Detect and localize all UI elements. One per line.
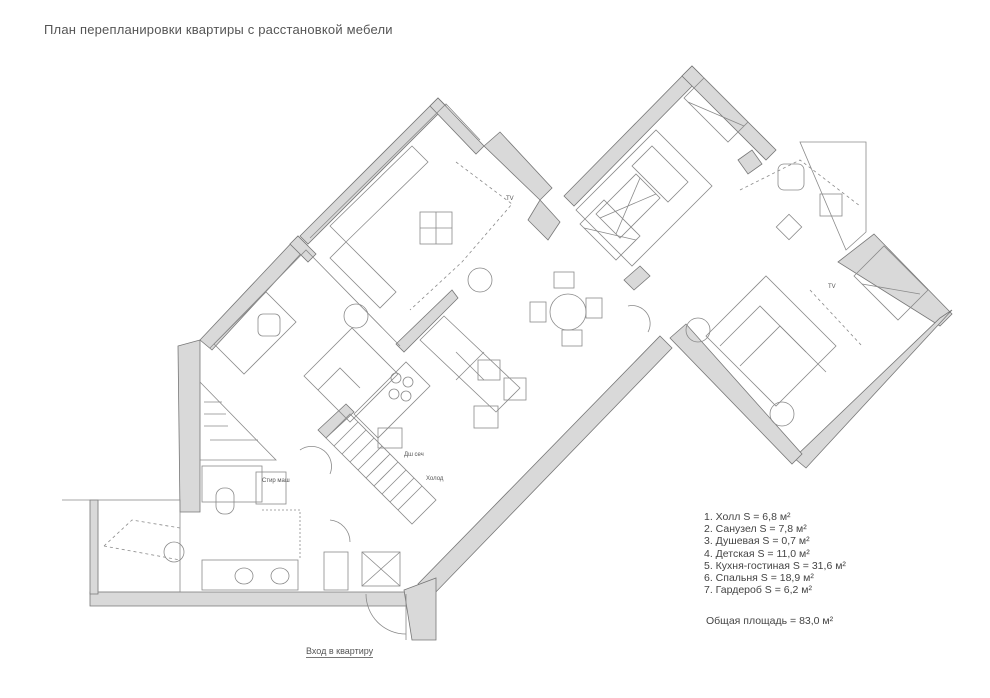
desk-chair [257, 313, 281, 337]
dining-table [549, 293, 587, 331]
wardrobe-shelf [631, 145, 689, 203]
legend-item-kids-room: 4. Детская S = 11,0 м² [704, 547, 810, 560]
sink [377, 427, 403, 449]
desk [213, 291, 297, 375]
sofa [329, 145, 429, 243]
dining-chair [553, 271, 575, 289]
bedroom-wardrobe [853, 245, 929, 321]
wall-living-nw [299, 97, 447, 245]
legend-item-kitchen-living: 5. Кухня-гостиная S = 31,6 м² [704, 559, 846, 572]
bedroom-bed [705, 275, 837, 407]
page-title: План перепланировки квартиры с расстанов… [44, 22, 393, 37]
walk-in-wardrobe [575, 129, 713, 267]
bedside-table [685, 317, 711, 343]
toilet [215, 487, 235, 515]
balcony [97, 499, 181, 593]
wall-kids-ne [289, 235, 317, 263]
wall-living-ne-top [429, 97, 485, 155]
legend-item-shower: 3. Душевая S = 0,7 м² [704, 535, 810, 548]
door-arc [329, 519, 351, 543]
kids-wardrobe [199, 381, 277, 461]
hall-bench [361, 551, 401, 587]
hall-cabinet [323, 551, 349, 591]
legend-item-bathroom: 2. Санузел S = 7,8 м² [704, 523, 807, 536]
wall-balcony-left [89, 499, 99, 595]
pouf [775, 213, 803, 241]
washbasin [270, 567, 290, 585]
dishwasher-label: Дш сеч [404, 452, 424, 458]
wall-left [177, 339, 201, 513]
tv-label: TV [828, 284, 836, 290]
wall-inner-bath [317, 403, 355, 439]
tv-label: TV [506, 196, 514, 202]
legend-item-bedroom: 6. Спальня S = 18,9 м² [704, 572, 814, 585]
side-chair [467, 267, 493, 293]
wall-bed-se [793, 309, 953, 469]
bar-stool [473, 405, 499, 429]
wardrobe-hall [325, 413, 437, 525]
room-area-legend: 1. Холл S = 6,8 м² 2. Санузел S = 7,8 м²… [704, 511, 846, 596]
total-area: Общая площадь = 83,0 м² [706, 615, 834, 627]
door-arc [627, 305, 651, 333]
wardrobe-shelf [683, 77, 749, 143]
wardrobe-shelf [595, 173, 661, 239]
wall-inner-door [623, 265, 651, 291]
plan-labels: TV TV Дш сеч Холод Стир маш [262, 196, 836, 484]
armchair [777, 163, 805, 191]
kitchen-counter [353, 361, 431, 439]
bathroom-area [201, 465, 263, 503]
bedside-table [769, 401, 795, 427]
dining-chair [561, 329, 583, 347]
entrance-door-arc [365, 593, 407, 635]
entrance-label: Вход в квартиру [306, 646, 374, 658]
wall-living-ne [483, 131, 553, 201]
washbasin [234, 567, 254, 585]
interior-lines [62, 77, 929, 640]
kitchen-island [419, 315, 521, 413]
wall-bed-notch [737, 149, 763, 175]
sofa-side [329, 241, 397, 309]
wall-bed-nw [563, 65, 703, 207]
wall-bottom [89, 591, 419, 607]
fridge-label: Холод [426, 476, 444, 482]
kids-bed [303, 327, 399, 423]
wall-kids-nw [199, 235, 309, 351]
washer-label: Стир маш [262, 478, 290, 484]
vanity [201, 559, 299, 591]
bay-window [799, 141, 867, 251]
wall-entrance-right [403, 577, 437, 641]
walls [89, 65, 953, 641]
wall-pillar [527, 199, 561, 241]
washer-box [255, 471, 287, 505]
wall-bed-east [837, 233, 953, 327]
wall-living-se [417, 335, 673, 597]
wall-inner-kitchen [395, 289, 459, 353]
legend-item-wardrobe: 7. Гардероб S = 6,2 м² [704, 584, 812, 597]
armchair-table [819, 193, 843, 217]
balcony-chair [163, 541, 185, 563]
door-arc [299, 445, 332, 475]
wardrobe-shelf [579, 199, 641, 261]
bar-stool [503, 377, 527, 401]
wall-bed-sw [669, 323, 803, 465]
dining-chair [585, 297, 603, 319]
nightstand [343, 303, 369, 329]
legend-item-hall: 1. Холл S = 6,8 м² [704, 511, 791, 523]
dining-chair [529, 301, 547, 323]
bar-stool [477, 359, 501, 381]
wall-bed-ne [681, 65, 777, 161]
